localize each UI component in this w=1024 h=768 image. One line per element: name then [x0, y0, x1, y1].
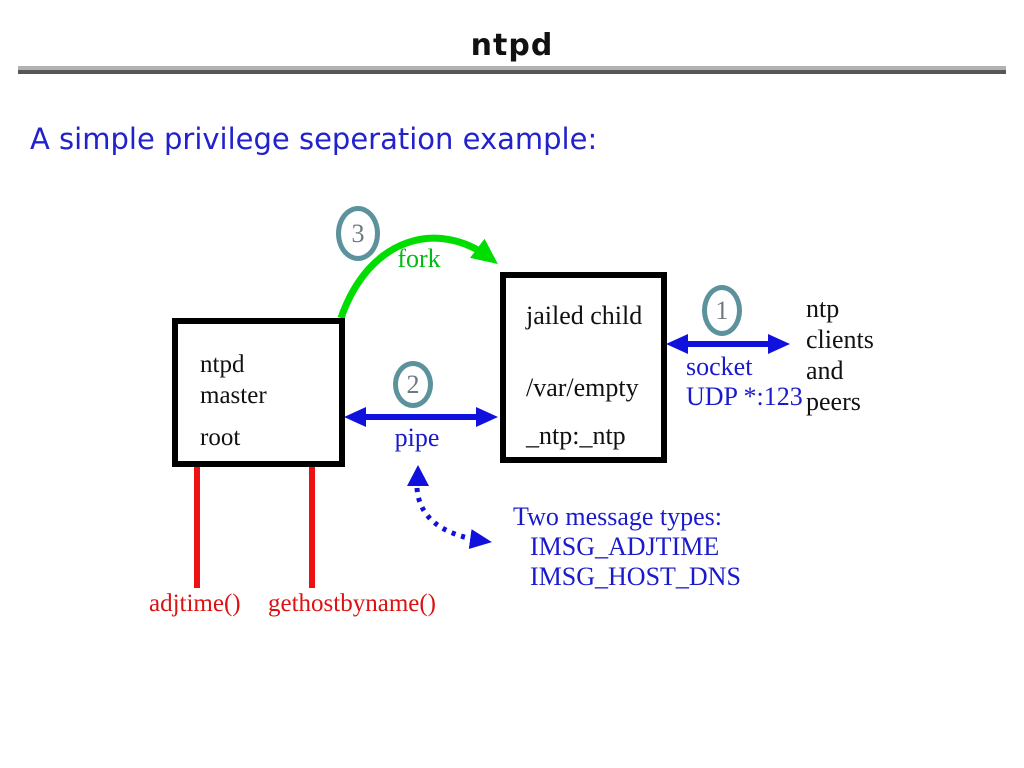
- rule-light-bar: [18, 66, 1006, 70]
- message-arrow: [407, 465, 492, 549]
- title-rule-divider: [18, 66, 1006, 74]
- badge-number: 2: [406, 369, 420, 399]
- step-badge-3: 3: [336, 206, 380, 261]
- page-title: ntpd: [470, 28, 554, 63]
- clients-line: ntp: [806, 294, 840, 323]
- ntp-clients-text: ntp clients and peers: [806, 293, 874, 417]
- step-badge-2: 2: [393, 361, 433, 408]
- socket-label-line2: UDP *:123: [686, 382, 803, 411]
- message-type-item: IMSG_ADJTIME: [530, 532, 720, 561]
- badge-number: 3: [351, 218, 365, 248]
- master-box-line: master: [200, 382, 267, 409]
- child-box-line: _ntp:_ntp: [526, 421, 626, 450]
- rule-dark-bar: [18, 70, 1006, 74]
- clients-line: peers: [806, 387, 861, 416]
- master-box-line: root: [200, 424, 241, 451]
- child-box-line: jailed child: [526, 301, 643, 330]
- master-process-box: ntpd master root: [172, 318, 345, 467]
- clients-line: clients: [806, 325, 874, 354]
- message-type-item: IMSG_HOST_DNS: [530, 562, 741, 591]
- socket-label-line1: socket: [686, 352, 753, 381]
- socket-label: socket UDP *:123: [686, 352, 803, 412]
- message-types-text: Two message types: IMSG_ADJTIME IMSG_HOS…: [513, 502, 741, 592]
- message-types-title: Two message types:: [513, 502, 723, 531]
- child-box-line: /var/empty: [526, 373, 639, 402]
- clients-line: and: [806, 356, 844, 385]
- fork-label: fork: [397, 244, 441, 273]
- jailed-child-box: jailed child /var/empty _ntp:_ntp: [500, 272, 667, 463]
- badge-number: 1: [715, 295, 729, 325]
- master-box-line: ntpd: [200, 351, 245, 378]
- step-badge-1: 1: [702, 285, 742, 336]
- pipe-label: pipe: [394, 423, 440, 452]
- slide-subtitle: A simple privilege seperation example:: [30, 122, 598, 156]
- gethostbyname-label: gethostbyname(): [268, 590, 437, 617]
- adjtime-label: adjtime(): [149, 590, 241, 617]
